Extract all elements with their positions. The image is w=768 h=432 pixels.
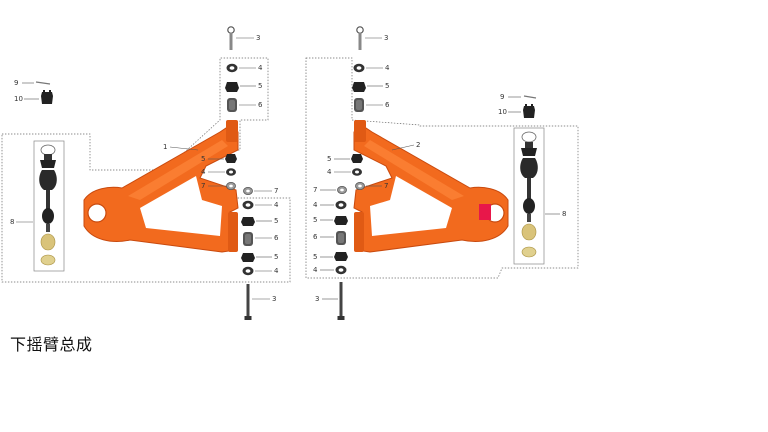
left-label-washer-d: 4 bbox=[274, 267, 279, 275]
right-label-bolt-top: 3 bbox=[384, 34, 388, 42]
right-bolt-top: 3 bbox=[356, 26, 388, 50]
right-label-washer-d: 4 bbox=[313, 266, 318, 274]
right-label-washer-a: 4 bbox=[385, 64, 390, 72]
right-ball-joint: 8 bbox=[513, 127, 566, 265]
left-label-bushing-c: 6 bbox=[274, 234, 279, 242]
left-label-nut-b: 5 bbox=[201, 155, 205, 163]
left-label-washer-c: 4 bbox=[274, 201, 279, 209]
right-washer-a: 4 bbox=[353, 63, 390, 73]
right-label-nut-a: 5 bbox=[385, 82, 389, 90]
left-label-castle-nut: 10 bbox=[14, 95, 23, 103]
right-castle-nut: 10 bbox=[498, 104, 535, 118]
right-inner-stack: 5 4 7 bbox=[327, 154, 388, 190]
left-label-washer-b: 4 bbox=[201, 168, 206, 176]
left-label-washer-a: 4 bbox=[258, 64, 263, 72]
right-arm-pivot-bottom bbox=[354, 212, 364, 252]
right-label-ball-joint: 8 bbox=[562, 210, 566, 218]
left-label-bushing-a: 6 bbox=[258, 101, 263, 109]
right-ball-joint-frame bbox=[513, 127, 545, 265]
left-assembly: 3 4 5 6 1 bbox=[1, 26, 291, 320]
left-bushing-a: 6 bbox=[227, 98, 263, 112]
left-arm-pivot-bottom bbox=[228, 212, 238, 252]
left-label-nut-c: 5 bbox=[274, 217, 278, 225]
left-arm-web bbox=[140, 176, 222, 236]
left-label-nut-d: 5 bbox=[274, 253, 278, 261]
right-nut-b bbox=[351, 154, 363, 163]
right-nut-a: 5 bbox=[352, 82, 389, 92]
right-nut-c bbox=[334, 216, 348, 225]
right-label-nut-c: 5 bbox=[313, 216, 317, 224]
left-arm-pivot-top bbox=[226, 120, 238, 142]
right-bushing-a: 6 bbox=[354, 98, 390, 112]
left-label-bolt-top: 3 bbox=[256, 34, 260, 42]
right-label-washer-c: 4 bbox=[313, 201, 318, 209]
right-label-nut-b: 5 bbox=[327, 155, 331, 163]
left-pin: 9 bbox=[14, 79, 51, 87]
left-washer-a: 4 bbox=[226, 63, 263, 73]
left-nut-b bbox=[225, 154, 237, 163]
right-label-arm: 2 bbox=[416, 141, 420, 149]
left-label-collar-b: 7 bbox=[201, 182, 205, 190]
left-nut-a: 5 bbox=[225, 82, 262, 92]
left-label-nut-a: 5 bbox=[258, 82, 262, 90]
left-top-stack: 3 4 5 6 bbox=[225, 26, 263, 112]
left-label-pin: 9 bbox=[14, 79, 18, 87]
left-castle-nut: 10 bbox=[14, 90, 53, 104]
left-ball-joint: 8 bbox=[10, 140, 65, 272]
left-bolt-bottom: 3 bbox=[244, 284, 276, 320]
right-arm-highlight bbox=[364, 140, 464, 200]
left-label-collar-c: 7 bbox=[274, 187, 278, 195]
left-assembly-outline bbox=[1, 57, 291, 283]
right-nut-d bbox=[334, 252, 348, 261]
left-nut-c bbox=[241, 217, 255, 226]
right-lower-stack: 7 4 5 6 5 4 3 bbox=[313, 185, 348, 320]
right-bolt-bottom: 3 bbox=[315, 282, 345, 320]
left-label-arm: 1 bbox=[163, 143, 167, 151]
left-inner-stack: 5 4 7 bbox=[201, 154, 237, 190]
left-label-ball-joint: 8 bbox=[10, 218, 14, 226]
right-label-collar-c: 7 bbox=[313, 186, 317, 194]
right-arm-marker bbox=[479, 204, 491, 220]
right-label-bushing-a: 6 bbox=[385, 101, 390, 109]
right-label-washer-b: 4 bbox=[327, 168, 332, 176]
left-bolt-top: 3 bbox=[227, 26, 260, 50]
right-label-collar-b: 7 bbox=[384, 182, 388, 190]
right-control-arm bbox=[353, 120, 509, 253]
left-ball-joint-frame bbox=[33, 140, 65, 272]
right-arm-pivot-top bbox=[354, 120, 366, 142]
left-lower-stack: 7 4 5 6 5 4 3 bbox=[241, 186, 279, 320]
right-label-pin: 9 bbox=[500, 93, 504, 101]
right-assembly: 3 4 5 6 2 5 bbox=[305, 26, 579, 320]
right-top-stack: 3 4 5 6 bbox=[352, 26, 390, 112]
right-label-castle-nut: 10 bbox=[498, 108, 507, 116]
right-assembly-outline bbox=[305, 57, 579, 279]
left-label-bolt-bottom: 3 bbox=[272, 295, 276, 303]
assembly-caption: 下摇臂总成 bbox=[10, 335, 93, 354]
left-arm-eye bbox=[87, 203, 107, 223]
left-nut-d bbox=[241, 253, 255, 262]
right-label-nut-d: 5 bbox=[313, 253, 317, 261]
right-label-bolt-bottom: 3 bbox=[315, 295, 319, 303]
right-arm-web bbox=[370, 176, 452, 236]
left-arm-highlight bbox=[128, 140, 228, 200]
left-control-arm bbox=[83, 120, 239, 253]
right-pin: 9 bbox=[500, 93, 537, 101]
right-label-bushing-c: 6 bbox=[313, 233, 318, 241]
